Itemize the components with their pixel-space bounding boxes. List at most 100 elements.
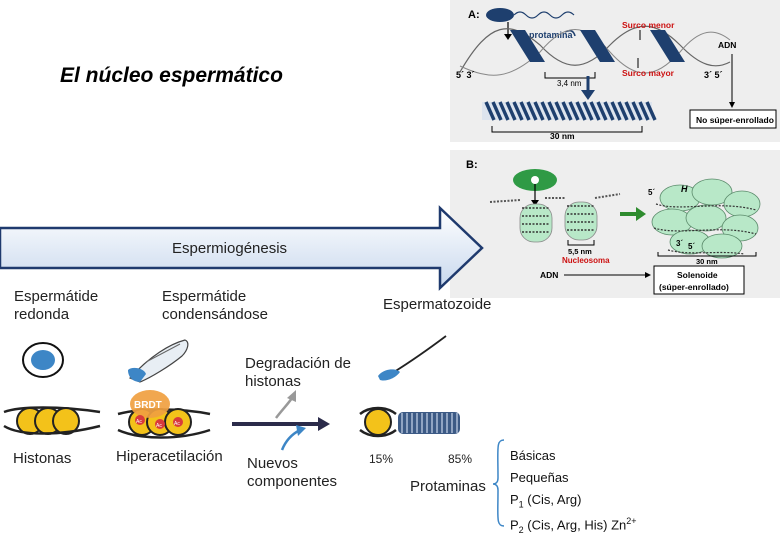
fiber-stripe bbox=[561, 101, 573, 121]
fiber-stripe bbox=[519, 101, 531, 121]
fiber-stripe bbox=[589, 101, 601, 121]
new-components-line1: Nuevos bbox=[247, 455, 298, 472]
fiber-stripe bbox=[498, 101, 510, 121]
protamine-properties: Básicas Pequeñas P 1 (Cis, Arg) P2 (Cis, … bbox=[510, 446, 637, 540]
fiber-stripe bbox=[617, 101, 629, 121]
histone-degradation-label: Degradación de histonas bbox=[245, 355, 351, 391]
p2-superscript: 2+ bbox=[626, 515, 637, 526]
protamine-tail bbox=[513, 11, 575, 19]
protamine-brace bbox=[492, 439, 505, 527]
nucleosome bbox=[564, 201, 598, 241]
panel-b-diagram: B: 5,5 nm Nucleosoma bbox=[466, 159, 761, 295]
condensed-fiber bbox=[482, 101, 657, 121]
acetyl-label-3: Ac bbox=[174, 421, 180, 427]
large-distance-label: 30 nm bbox=[550, 131, 575, 141]
brdt-label: BRDT bbox=[134, 400, 162, 411]
new-components-line2: componentes bbox=[247, 473, 338, 490]
panel-a-diagram: A: protamina Surco menor Surco mayor 5´ … bbox=[456, 8, 777, 141]
histone-h-label: H bbox=[681, 184, 688, 194]
fiber-stripe bbox=[610, 101, 622, 121]
solenoid-end-5: 5´ bbox=[648, 188, 655, 197]
fiber-stripe bbox=[540, 101, 552, 121]
minor-groove-label: Surco menor bbox=[622, 20, 675, 30]
major-groove-label: Surco mayor bbox=[622, 68, 675, 78]
new-components-label: Nuevos componentes bbox=[247, 455, 337, 491]
brdt-protein-icon bbox=[130, 390, 170, 418]
small-distance-bracket bbox=[544, 72, 596, 79]
acetyl-label-2: Ac bbox=[156, 423, 162, 429]
fiber-stripe bbox=[603, 101, 615, 121]
hyperacetylated-nucleosomes: BRDT Ac Ac Ac bbox=[117, 390, 211, 439]
linker-dna bbox=[489, 193, 621, 203]
histone-nucleosomes bbox=[3, 406, 101, 435]
fiber-stripe bbox=[533, 101, 545, 121]
solenoid-end-5b: 5´ bbox=[688, 242, 695, 251]
property-small: Pequeñas bbox=[510, 470, 569, 485]
panel-a-adn-label: ADN bbox=[718, 40, 736, 50]
condensing-spermatid-cell bbox=[128, 339, 189, 383]
page-title: El núcleo espermático bbox=[60, 64, 283, 87]
fiber-stripe bbox=[554, 101, 566, 121]
protamine-molecule-icon bbox=[486, 8, 514, 22]
helix-blue-segments bbox=[510, 30, 685, 62]
helix-end-right: 3´ 5´ bbox=[704, 70, 723, 80]
p2-composition: (Cis, Arg, His) Zn bbox=[523, 516, 627, 532]
round-spermatid-label: Espermátide redonda bbox=[14, 288, 98, 324]
no-supercoil-label: No súper-enrollado bbox=[696, 115, 774, 125]
round-spermatid-cell bbox=[22, 342, 64, 378]
fiber-stripe bbox=[526, 101, 538, 121]
degradation-arrow-icon bbox=[275, 397, 294, 419]
p2-subscript: 2 bbox=[518, 524, 524, 535]
hyperacetylation-label: Hiperacetilación bbox=[116, 448, 223, 465]
dna-helix-strand-2 bbox=[459, 29, 731, 76]
spermiogenesis-label: Espermiogénesis bbox=[172, 240, 287, 257]
p2-letter: P bbox=[510, 516, 519, 532]
fiber-stripe bbox=[512, 101, 524, 121]
condensing-spermatid-line1: Espermátide bbox=[162, 288, 247, 305]
fiber-stripe bbox=[645, 101, 657, 121]
fiber-stripe bbox=[568, 101, 580, 121]
histones-label: Histonas bbox=[13, 450, 72, 467]
helix-segment bbox=[580, 30, 615, 62]
fiber-stripe bbox=[575, 101, 587, 121]
new-components-arrow-icon bbox=[280, 428, 301, 451]
sperm-chromatin bbox=[359, 406, 460, 438]
supercoiled-label: (súper-enrollado) bbox=[659, 282, 729, 292]
fiber-stripe bbox=[596, 101, 608, 121]
panel-a-dna-protamine: A: protamina Surco menor Surco mayor 5´ … bbox=[450, 0, 780, 142]
small-distance-label: 3,4 nm bbox=[557, 79, 582, 88]
helix-end-left: 5´ 3´ bbox=[456, 70, 475, 80]
protamines-label: Protaminas bbox=[410, 478, 486, 495]
fiber-stripe bbox=[484, 101, 496, 121]
condensing-spermatid-line2: condensándose bbox=[162, 306, 268, 323]
histone-degradation-line1: Degradación de bbox=[245, 355, 351, 372]
panel-b-letter: B: bbox=[466, 159, 478, 171]
solenoid-size-label: 30 nm bbox=[696, 257, 718, 266]
fiber-stripe bbox=[638, 101, 650, 121]
fiber-stripe bbox=[631, 101, 643, 121]
helix-segment bbox=[510, 30, 545, 62]
p1-subscript: 1 bbox=[518, 499, 524, 510]
spermiogenesis-arrow: Espermiogénesis bbox=[0, 205, 484, 291]
property-p2: P2 (Cis, Arg, His) Zn2+ bbox=[510, 511, 637, 540]
p1-composition: (Cis, Arg) bbox=[523, 492, 582, 507]
panel-b-adn-label: ADN bbox=[540, 270, 558, 280]
fiber-stripe bbox=[624, 101, 636, 121]
fiber-stripe bbox=[505, 101, 517, 121]
nucleosome bbox=[519, 203, 553, 243]
property-basic: Básicas bbox=[510, 448, 556, 463]
acetyl-label: Ac bbox=[136, 419, 142, 425]
histone-degradation-line2: histonas bbox=[245, 373, 301, 390]
solenoid-label: Solenoide bbox=[677, 270, 718, 280]
round-spermatid-line2: redonda bbox=[14, 306, 70, 323]
fiber-stripe bbox=[547, 101, 559, 121]
spermatozoon-cell bbox=[378, 335, 447, 381]
round-spermatid-line1: Espermátide bbox=[14, 288, 99, 305]
panel-a-letter: A: bbox=[468, 9, 480, 21]
histone-percent-label: 15% bbox=[369, 452, 394, 466]
large-distance-bracket bbox=[491, 126, 643, 133]
chromatin-remodeling-illustration: BRDT Ac Ac Ac bbox=[3, 335, 460, 451]
panel-b-nucleosome-solenoid: B: 5,5 nm Nucleosoma bbox=[450, 150, 780, 298]
helix-segment bbox=[650, 30, 685, 62]
solenoid-fiber bbox=[651, 178, 761, 259]
